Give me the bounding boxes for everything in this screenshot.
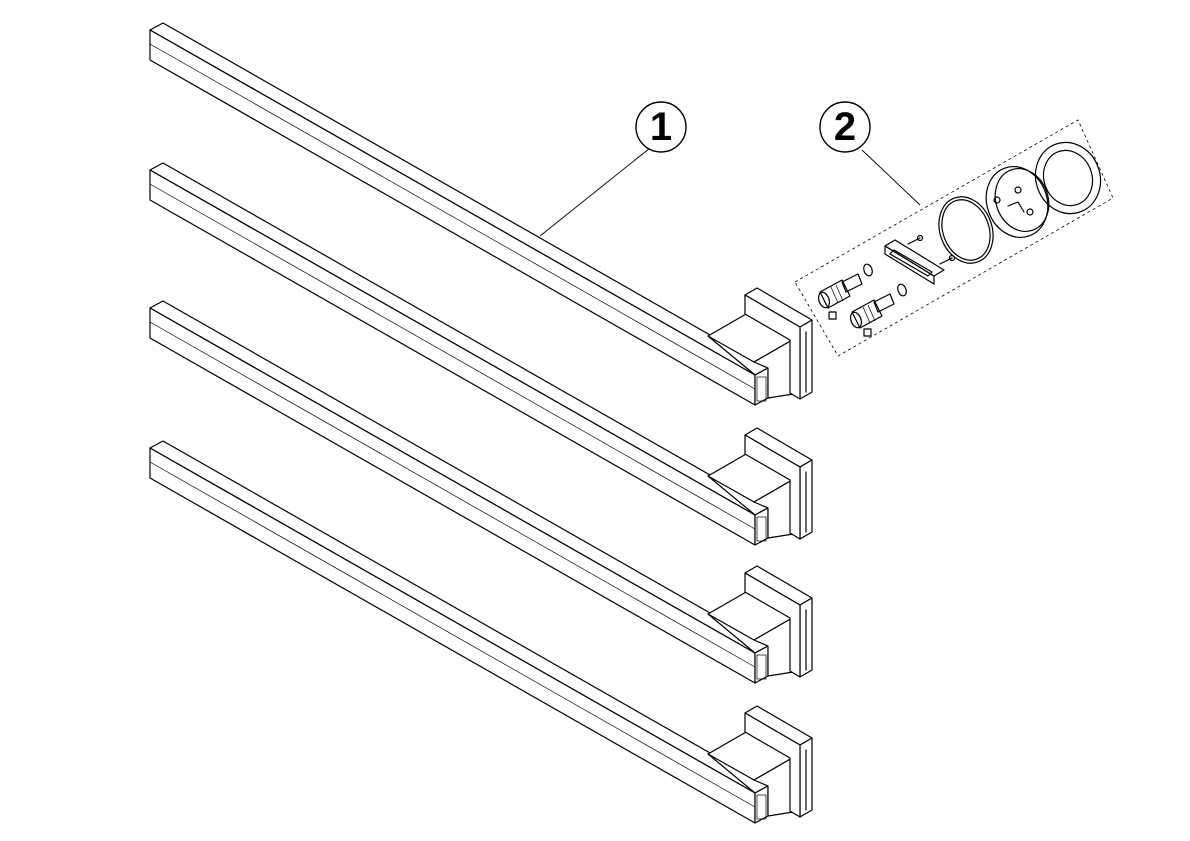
callout-1: 1 — [539, 101, 687, 237]
callout-2-label: 2 — [834, 105, 856, 149]
connector-pin-upper — [817, 273, 863, 309]
callout-2: 2 — [819, 101, 921, 206]
hardware-kit — [794, 119, 1114, 357]
connector-pin-lower — [849, 293, 895, 329]
callout-1-label: 1 — [650, 105, 672, 149]
